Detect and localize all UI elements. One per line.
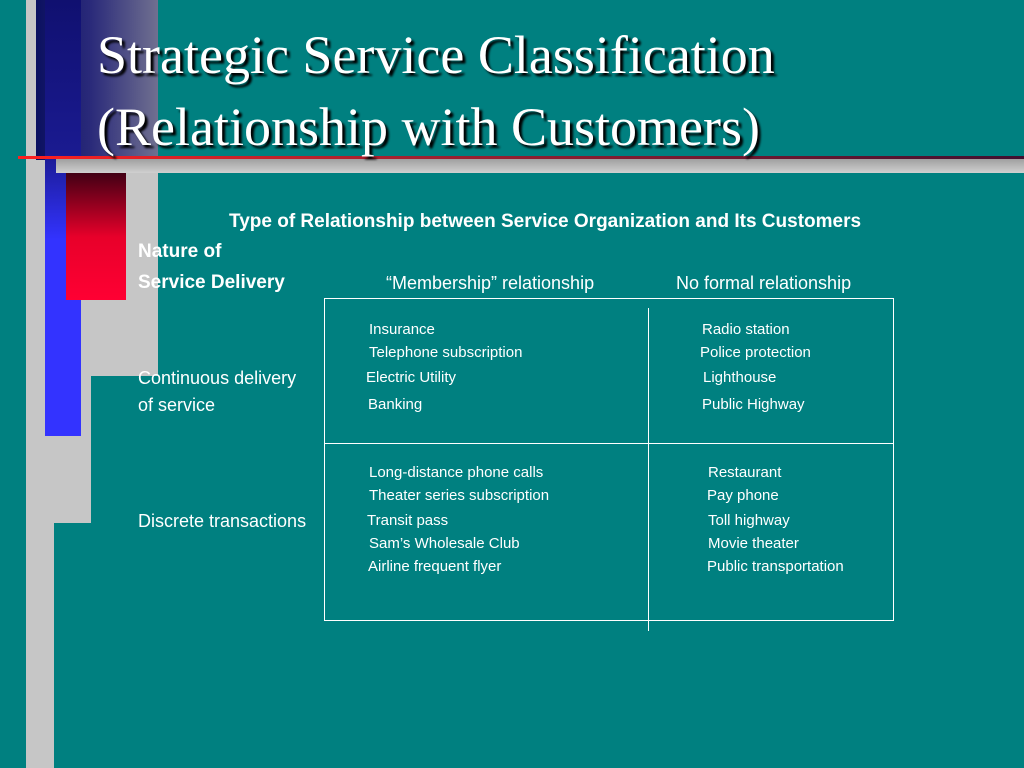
table-divider-vertical <box>648 308 649 631</box>
table-cell-item: Theater series subscription <box>369 487 550 504</box>
table-cell-item: Insurance <box>369 321 435 338</box>
table-cell-item: Banking <box>368 396 423 413</box>
table-grid <box>324 298 894 621</box>
slide-title-line1: Strategic Service Classification <box>97 25 775 85</box>
decor-red-block <box>66 160 126 300</box>
table-divider-horizontal <box>324 443 894 444</box>
table-cell-item: Sam’s Wholesale Club <box>369 535 520 552</box>
row-label-discrete: Discrete transactions <box>138 511 307 531</box>
row-header-line1: Nature of <box>138 241 222 262</box>
table-cell-item: Long-distance phone calls <box>369 464 544 481</box>
row-label-continuous-line1: Continuous delivery <box>138 368 297 388</box>
decor-title-underline-shadow <box>56 159 1024 173</box>
table-super-header: Type of Relationship between Service Org… <box>229 211 862 232</box>
table-cell-item: Movie theater <box>708 535 799 552</box>
table-cell-item: Pay phone <box>707 487 779 504</box>
table-cell-item: Restaurant <box>708 464 782 481</box>
table-cell-item: Transit pass <box>367 512 449 529</box>
col-header-membership: “Membership” relationship <box>386 273 595 293</box>
table-cell-item: Toll highway <box>708 512 790 529</box>
table-cell-item: Electric Utility <box>366 369 457 386</box>
table-cell-item: Telephone subscription <box>369 344 523 361</box>
col-header-no-formal: No formal relationship <box>676 273 852 293</box>
slide-title-line2: (Relationship with Customers) <box>97 97 760 157</box>
row-label-continuous-line2: of service <box>138 395 216 415</box>
table-cell-item: Police protection <box>700 344 811 361</box>
table-cell-item: Airline frequent flyer <box>368 558 502 575</box>
decor-title-underline <box>18 156 1024 159</box>
table-cell-item: Public transportation <box>707 558 844 575</box>
table-cell-item: Radio station <box>702 321 790 338</box>
table-cell-item: Public Highway <box>702 396 805 413</box>
row-header-line2: Service Delivery <box>138 272 285 293</box>
table-cell-item: Lighthouse <box>703 369 777 386</box>
